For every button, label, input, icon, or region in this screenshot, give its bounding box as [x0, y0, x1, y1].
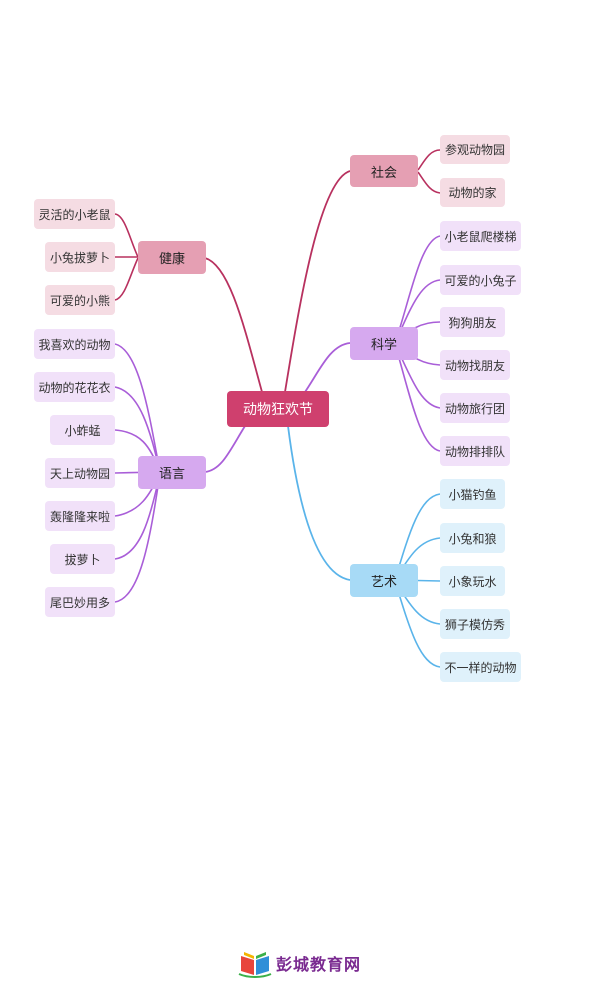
leaf-language-6[interactable]: 拔萝卜: [50, 544, 115, 574]
connector-root-science: [304, 342, 351, 393]
branch-language[interactable]: 语言: [138, 456, 206, 489]
connector-social-1: [417, 149, 441, 171]
leaf-language-1[interactable]: 我喜欢的动物: [34, 329, 115, 359]
connector-root-health: [204, 257, 263, 393]
book-logo-icon: [238, 952, 272, 978]
leaf-health-2[interactable]: 小兔拔萝卜: [45, 242, 115, 272]
connector-language-1: [114, 343, 161, 473]
branch-health[interactable]: 健康: [138, 241, 206, 274]
branch-science[interactable]: 科学: [350, 327, 418, 360]
leaf-art-1[interactable]: 小猫钓鱼: [440, 479, 505, 509]
leaf-social-2[interactable]: 动物的家: [440, 178, 505, 207]
leaf-social-1[interactable]: 参观动物园: [440, 135, 510, 164]
leaf-art-3[interactable]: 小象玩水: [440, 566, 505, 596]
leaf-language-7[interactable]: 尾巴妙用多: [45, 587, 115, 617]
connector-root-art: [287, 425, 351, 581]
leaf-art-2[interactable]: 小兔和狼: [440, 523, 505, 553]
leaf-science-5[interactable]: 动物旅行团: [440, 393, 510, 423]
leaf-health-1[interactable]: 灵活的小老鼠: [34, 199, 115, 229]
connector-root-language: [204, 425, 246, 473]
connector-science-6: [394, 343, 441, 452]
leaf-health-3[interactable]: 可爱的小熊: [45, 285, 115, 315]
leaf-science-3[interactable]: 狗狗朋友: [440, 307, 505, 337]
connector-health-1: [114, 213, 139, 258]
root-node[interactable]: 动物狂欢节: [227, 391, 329, 427]
leaf-language-2[interactable]: 动物的花花衣: [34, 372, 115, 402]
footer-logo[interactable]: 彭城教育网: [238, 947, 368, 979]
leaf-art-4[interactable]: 狮子模仿秀: [440, 609, 510, 639]
leaf-science-1[interactable]: 小老鼠爬楼梯: [440, 221, 521, 251]
leaf-science-2[interactable]: 可爱的小兔子: [440, 265, 521, 295]
leaf-art-5[interactable]: 不一样的动物: [440, 652, 521, 682]
leaf-language-3[interactable]: 小蚱蜢: [50, 415, 115, 445]
branch-art[interactable]: 艺术: [350, 564, 418, 597]
leaf-science-6[interactable]: 动物排排队: [440, 436, 510, 466]
leaf-science-4[interactable]: 动物找朋友: [440, 350, 510, 380]
branch-social[interactable]: 社会: [350, 155, 418, 187]
connector-language-7: [114, 472, 161, 603]
footer-brand-text: 彭城教育网: [276, 955, 362, 974]
leaf-language-5[interactable]: 轰隆隆来啦: [45, 501, 115, 531]
connector-root-social: [284, 170, 351, 393]
connector-health-3: [114, 257, 139, 301]
leaf-language-4[interactable]: 天上动物园: [45, 458, 115, 488]
connector-social-2: [417, 171, 441, 194]
